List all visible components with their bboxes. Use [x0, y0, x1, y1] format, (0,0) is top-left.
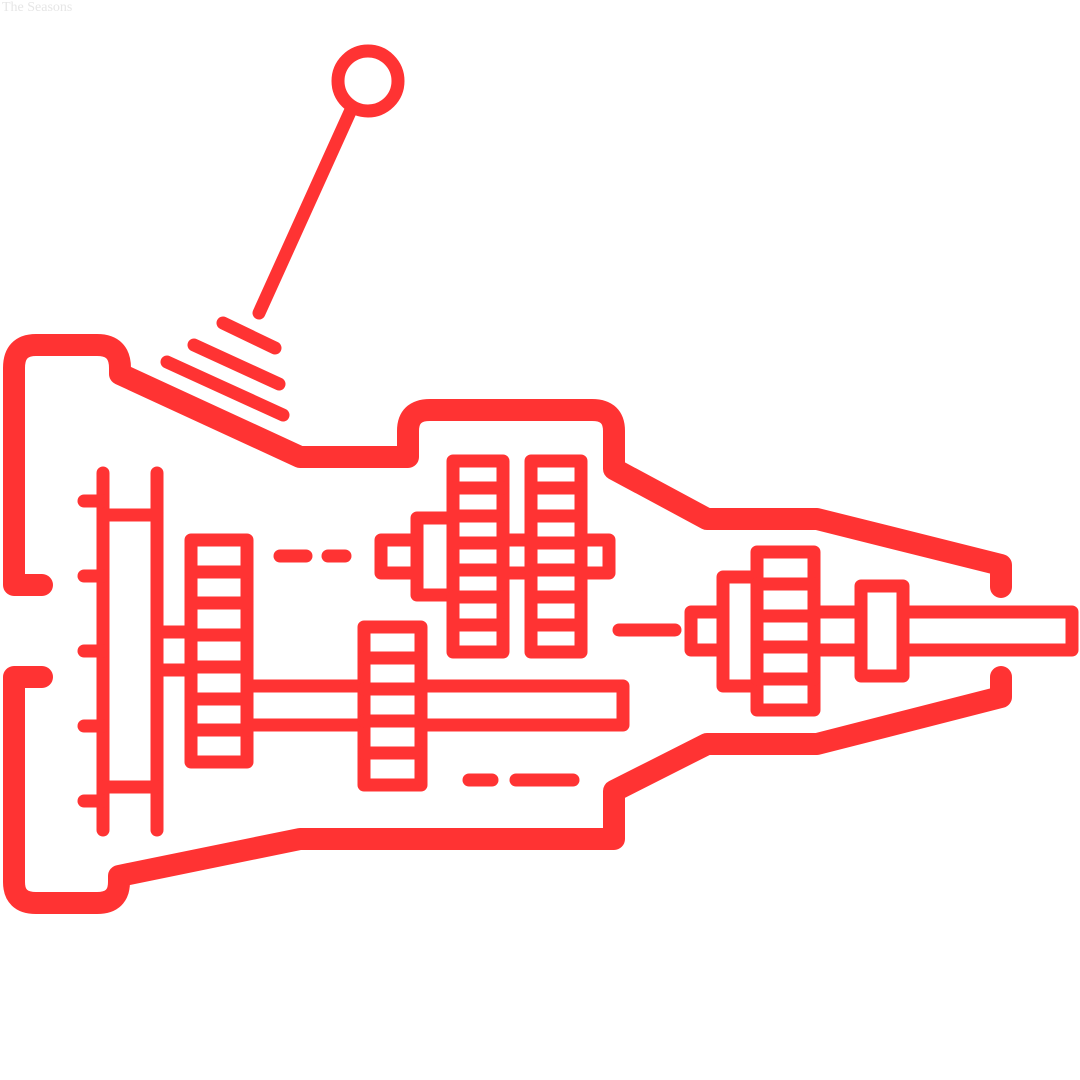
lever-stick [252, 105, 357, 320]
housing-top [3, 334, 1012, 598]
input-shaft-assembly [77, 466, 254, 837]
main-shaft-right [414, 679, 630, 732]
dash-marks [273, 549, 682, 787]
upper-gear-cluster [374, 454, 616, 659]
watermark-text: The Seasons [2, 0, 73, 15]
housing-bottom [3, 666, 1012, 914]
output-shaft [896, 605, 1079, 657]
output-gear [750, 545, 821, 717]
housing-outline [3, 334, 1012, 914]
main-shaft-left [240, 679, 371, 732]
gear-lever [252, 44, 405, 320]
main-shaft [240, 620, 630, 792]
main-gear-center [357, 620, 428, 792]
gear-block-left [184, 533, 254, 769]
motion-lines [160, 316, 290, 422]
output-shaft-assembly [684, 545, 1079, 717]
lever-knob [331, 44, 405, 118]
